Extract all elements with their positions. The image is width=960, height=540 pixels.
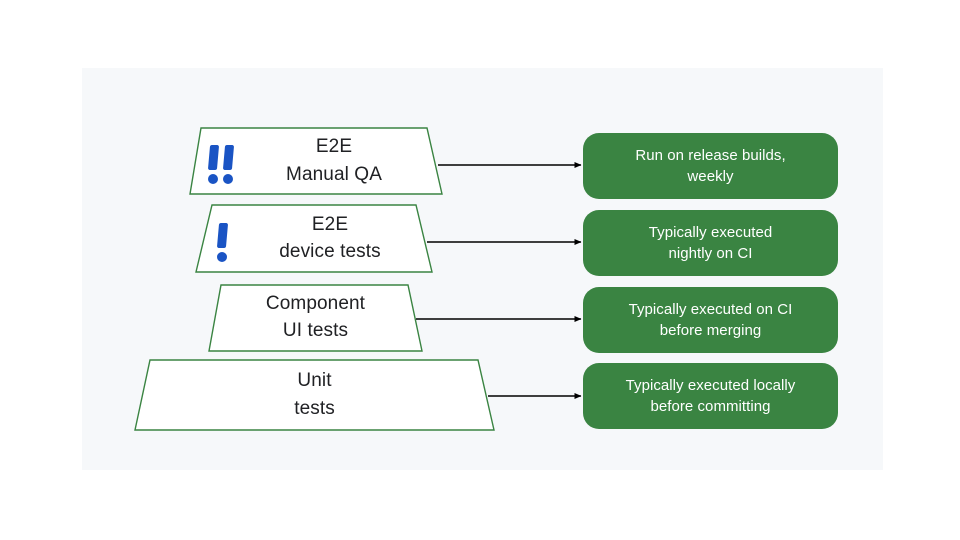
callout-line1: Run on release builds, [635, 146, 786, 164]
exclamation-stem [222, 145, 234, 170]
callout-unit-tests[interactable]: Typically executed locally before commit… [583, 363, 838, 429]
callout-line2: before merging [659, 322, 762, 339]
trapezoid-shape-component-ui-tests [208, 284, 423, 352]
callout-e2e-manual-qa[interactable]: Run on release builds, weekly [583, 133, 838, 199]
pyramid-layer-unit-tests[interactable]: Unit tests [131, 357, 498, 433]
trapezoid-shape-unit-tests [134, 359, 495, 431]
pyramid-layer-e2e-manual-qa[interactable]: E2E Manual QA [186, 126, 448, 196]
callout-line2: nightly on CI [668, 245, 753, 262]
trapezoid-shape-e2e-manual-qa [189, 127, 443, 195]
pyramid-layer-component-ui-tests[interactable]: Component UI tests [205, 282, 426, 353]
callout-line1: Typically executed on CI [628, 300, 793, 318]
exclamation-stem [216, 223, 228, 248]
callout-e2e-device-tests[interactable]: Typically executed nightly on CI [583, 210, 838, 276]
exclamation-mark-2 [222, 145, 234, 184]
callout-line2: weekly [687, 168, 734, 185]
callout-component-ui-tests[interactable]: Typically executed on CI before merging [583, 287, 838, 353]
exclamation-stem [207, 145, 219, 170]
exclamation-dot [217, 252, 227, 262]
exclamation-dot [208, 174, 218, 184]
callout-line1: Typically executed locally [625, 376, 796, 394]
exclamation-mark-1 [216, 223, 228, 262]
double-exclamation-icon [207, 145, 234, 184]
exclamation-dot [223, 174, 233, 184]
pyramid-layer-e2e-device-tests[interactable]: E2E device tests [192, 203, 438, 274]
callout-line2: before committing [650, 398, 771, 415]
trapezoid-shape-e2e-device-tests [195, 204, 433, 273]
callout-line1: Typically executed [648, 223, 773, 241]
exclamation-mark-1 [207, 145, 219, 184]
exclamation-icon [216, 223, 228, 262]
